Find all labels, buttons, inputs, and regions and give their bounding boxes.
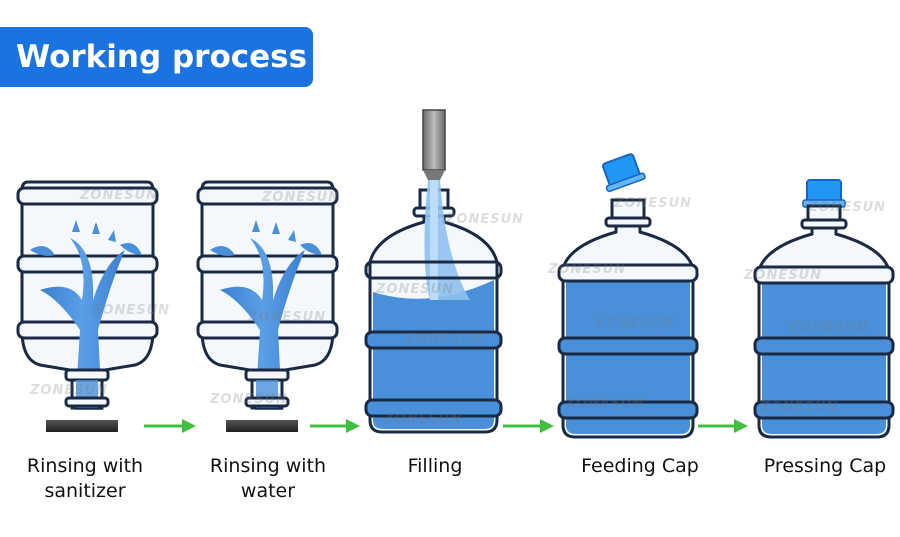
step-label-rinsing-water: Rinsing with water: [193, 454, 343, 504]
step-label-feeding-cap: Feeding Cap: [565, 454, 715, 479]
step-label-line: Pressing Cap: [763, 455, 887, 477]
bottle-filling: [364, 109, 503, 434]
step-label-line: sanitizer: [44, 480, 126, 502]
step-label-line: Feeding Cap: [581, 455, 699, 477]
step-label-line: Rinsing with: [26, 455, 144, 477]
step-label-pressing-cap: Pressing Cap: [752, 454, 898, 479]
bottle-feeding-cap: [557, 153, 699, 439]
bottle-pressing-cap: [753, 179, 895, 439]
cap-icon: [802, 179, 846, 208]
cap-icon: [602, 153, 646, 193]
step-label-filling: Filling: [370, 454, 500, 479]
arrow-right-icon: [144, 419, 196, 433]
step-label-line: water: [240, 480, 296, 502]
bottle-rinse-sanitizer: [16, 180, 159, 432]
page-title: Working process: [0, 27, 313, 87]
step-label-rinsing-sanitizer: Rinsing with sanitizer: [10, 454, 160, 504]
arrow-right-icon: [310, 419, 360, 433]
bottle-rinse-water: [196, 180, 339, 432]
step-label-line: Filling: [407, 455, 463, 477]
arrow-right-icon: [698, 419, 748, 433]
step-label-line: Rinsing with: [209, 455, 327, 477]
arrow-right-icon: [503, 419, 554, 433]
